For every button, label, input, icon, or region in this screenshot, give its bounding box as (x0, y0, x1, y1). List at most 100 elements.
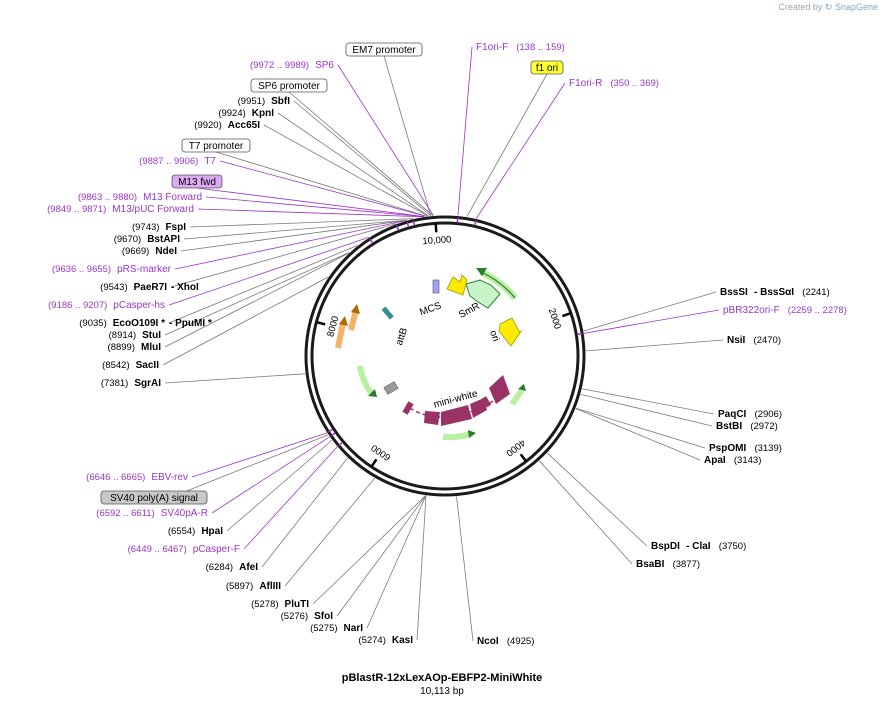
green-arc-right (509, 388, 525, 406)
orange-arc-a (335, 322, 346, 349)
label-bstapi: BstAPI(9670) (114, 234, 180, 245)
label-position: (9636 .. 9655) (52, 264, 111, 275)
site-mark (412, 220, 416, 226)
label-position: (9543) (100, 282, 127, 293)
label-name: BstBI (716, 421, 742, 432)
leader-line-ebvrev (191, 432, 328, 478)
label-leader-lines (153, 46, 724, 642)
label-position: (9951) (238, 96, 265, 107)
label-position: (8542) (102, 360, 129, 371)
label-position: (3877) (673, 559, 700, 570)
f1-ori-arrow (446, 274, 468, 296)
leader-line-bstbi (580, 393, 713, 427)
gray-block (383, 381, 399, 395)
label-text: T7 promoter (189, 141, 244, 152)
label-name: PluTI (285, 599, 310, 610)
label-name: NdeI (155, 246, 177, 257)
mini-white-exon-4 (470, 398, 487, 418)
label-name: T7 (204, 156, 216, 167)
label-fspi: FspI (9743) (132, 222, 186, 233)
label-name: HpaI (201, 526, 223, 537)
leader-line-sv40par (211, 436, 330, 514)
label-sfoi: SfoI(5276) (281, 611, 334, 622)
leader-line-pcasperhs (168, 236, 370, 306)
green-head-right (518, 384, 526, 391)
label-name: BsaBI (636, 559, 665, 570)
label-position: (3139) (754, 443, 781, 454)
label-text: SP6 promoter (258, 81, 320, 92)
leader-line-bsssi (583, 291, 717, 332)
label-name: PspOMI (709, 443, 746, 454)
tick-label: 8000 (325, 315, 341, 338)
label-position: (8899) (108, 342, 135, 353)
label-pspomi: PspOMI (3139) (709, 443, 782, 454)
label-name: EBV-rev (151, 472, 188, 483)
site-mark (369, 238, 374, 244)
leader-line-m13forward (205, 196, 424, 217)
label-name: Acc65I (228, 120, 260, 131)
label-position: (9670) (114, 234, 141, 245)
site-mark (473, 220, 477, 226)
leader-line-kpni (277, 112, 429, 217)
label-aflii: AflIII(5897) (226, 581, 281, 592)
label-paqci: PaqCI(2906) (718, 409, 782, 420)
label-position: (2470) (754, 335, 781, 346)
leader-line-pluti (312, 495, 426, 605)
label-position: (6449 .. 6467) (128, 544, 187, 555)
mini-white-exon-5 (481, 396, 492, 408)
label-ebvrev: EBV-rev(6646 .. 6665) (86, 472, 188, 483)
leader-line-em7 (383, 55, 432, 216)
orange-head-a (339, 316, 348, 326)
label-mlui: MluI (8899) (108, 342, 162, 353)
label-pcasperf: pCasper-F (6449 .. 6467) (128, 544, 240, 555)
feature-layer: SmR ori MCS attB mini-white (335, 268, 526, 441)
label-box (181, 138, 251, 153)
ori-label: ori (487, 329, 501, 343)
label-m13forward: M13 Forward(9863 .. 9880) (78, 192, 202, 203)
leader-line-bspdi (547, 452, 648, 547)
label-name: KpnI (252, 108, 274, 119)
label-position: (5276) (281, 611, 308, 622)
label-position: (6284) (206, 562, 233, 573)
tick-mark-2000 (561, 311, 572, 318)
label-m13puc: M13/pUC Forward(9849 .. 9871) (47, 204, 194, 215)
label-sacii: SacII(8542) (102, 360, 159, 371)
leader-line-bstapi (183, 219, 407, 240)
leader-line-aflii (284, 477, 375, 587)
label-position: (5278) (251, 599, 278, 610)
leader-line-sp6 (337, 64, 434, 216)
leader-line-t7 (219, 160, 427, 217)
leader-line-f1orif (457, 46, 473, 216)
label-name: SP6 (315, 60, 334, 71)
label-position: (9924) (218, 108, 245, 119)
label-position: (9743) (132, 222, 159, 233)
green-head-bottom (468, 430, 476, 438)
plasmid-length: 10,113 bp (420, 686, 464, 697)
label-bsssi: BssSI- BssSαI(2241) (720, 287, 830, 298)
label-name: StuI (142, 330, 161, 341)
label-bspdi: BspDI- ClaI(3750) (651, 541, 746, 552)
label-hpai: HpaI(6554) (168, 526, 223, 537)
leader-line-sbfi (293, 100, 432, 217)
label-name: pCasper-F (193, 544, 240, 555)
label-name: F1ori-R (569, 78, 602, 89)
label-name: F1ori-F (476, 42, 508, 53)
label-name: MluI (141, 342, 161, 353)
backbone-outer-ring (304, 215, 586, 497)
label-position: (9920) (194, 120, 221, 131)
label-eco0109i: EcoO109I *- PpuMI *(9035) (79, 318, 212, 329)
label-text: SV40 poly(A) signal (110, 493, 198, 504)
label-prs: pRS-marker(9636 .. 9655) (52, 264, 172, 275)
label-sp6prom: SP6 promoter (250, 78, 328, 93)
leader-line-acc65i (263, 124, 429, 217)
label-ndei: NdeI (9669) (122, 246, 177, 257)
label-position: (9669) (122, 246, 149, 257)
label-stui: StuI(8914) (109, 330, 162, 341)
leader-line-nsii (585, 339, 724, 352)
label-name: FspI (165, 222, 186, 233)
label-afei: AfeI(6284) (206, 562, 259, 573)
label-pcasperhs: pCasper-hs(9186 .. 9207) (48, 300, 165, 311)
site-mark (406, 222, 410, 228)
